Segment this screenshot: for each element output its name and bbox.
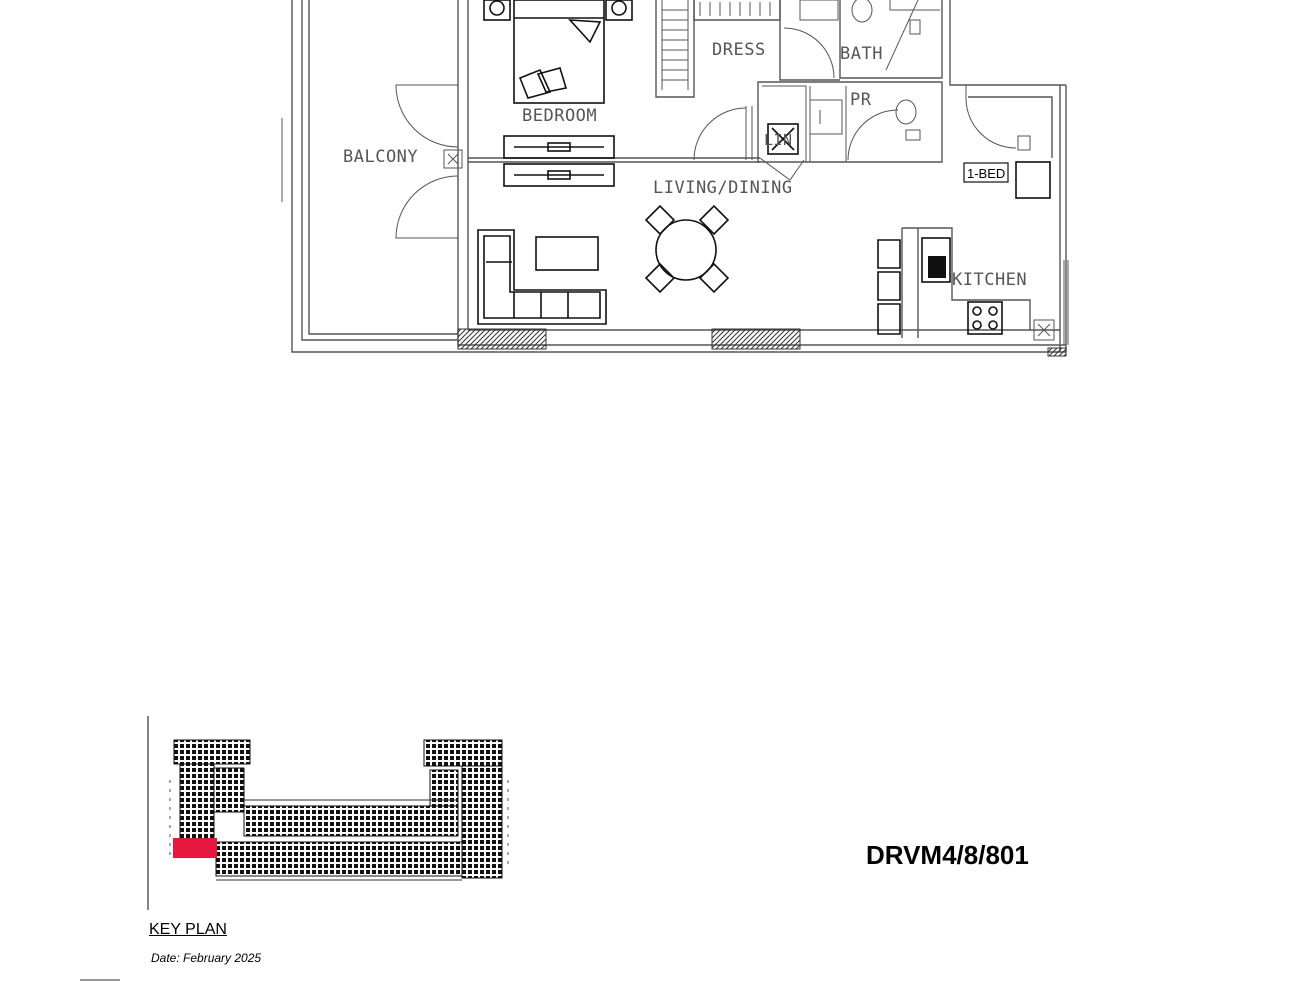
window-sill-right [711, 328, 801, 350]
room-label-bedroom: BEDROOM [522, 106, 597, 126]
room-label-pr: PR [850, 90, 872, 110]
living-furniture [477, 204, 730, 325]
room-label-bath: BATH [840, 44, 883, 64]
window-sill-corner [1047, 347, 1067, 357]
dress-wardrobe [655, 0, 840, 98]
kitchen-fixtures [877, 161, 1069, 345]
bedroom-furniture [468, 0, 760, 187]
unit-type-tag-box [963, 162, 1009, 183]
exterior-walls [281, 0, 1067, 353]
room-label-dress: DRESS [712, 40, 766, 60]
room-label-balcony: BALCONY [343, 147, 418, 167]
key-plan-drawing [147, 716, 509, 910]
balcony-doors [395, 84, 463, 239]
room-label-kitchen: KITCHEN [952, 270, 1027, 290]
key-plan-highlight [173, 838, 217, 858]
date-label: Date: February 2025 [151, 951, 262, 965]
bath-fixtures [799, 0, 943, 79]
room-label-linen: LIN [764, 131, 793, 149]
unit-code: DRVM4/8/801 [866, 840, 1029, 870]
window-sill-left [457, 328, 547, 350]
key-plan-title: KEY PLAN [149, 921, 227, 938]
unit-type-tag: 1-BED [967, 166, 1005, 181]
room-label-living-dining: LIVING/DINING [653, 178, 793, 198]
pr-linen-fixtures [693, 81, 1031, 181]
